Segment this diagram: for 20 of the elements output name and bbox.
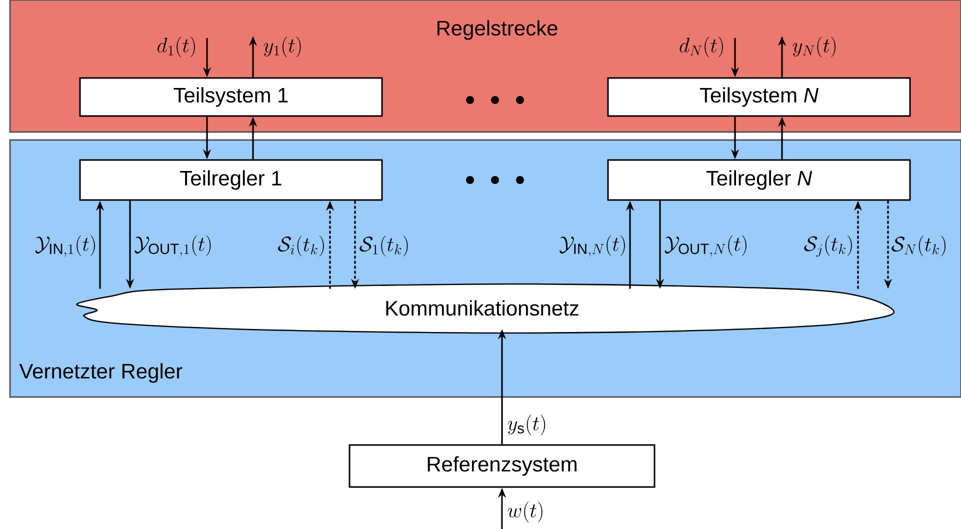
process-box: Referenzsystem <box>348 444 656 488</box>
network-cloud: Kommunikationsnetz <box>76 283 895 334</box>
edge-label: $\mathcal{S}_i(t_k)$ <box>278 236 324 256</box>
edge-label: $y_N(t)$ <box>792 36 836 58</box>
edge-label: $d_1(t)$ <box>158 36 195 58</box>
process-box: Teilsystem N <box>607 77 911 117</box>
edge-label: $\mathcal{S}_1(t_k)$ <box>360 236 408 256</box>
process-box: Teilsystem 1 <box>79 77 383 117</box>
edge-label: $\mathcal{Y}_{\mathrm{IN},1}(t)$ <box>35 235 95 257</box>
edge-label: $y_1(t)$ <box>264 36 301 58</box>
edge-label: $d_N(t)$ <box>680 36 723 58</box>
process-box: Teilregler N <box>607 159 911 201</box>
edge-label: $\mathcal{S}_N(t_k)$ <box>892 236 946 256</box>
edge-label: $\mathcal{Y}_{\mathrm{OUT},1}(t)$ <box>134 235 211 257</box>
edge-label: $\mathcal{Y}_{\mathrm{IN},N}(t)$ <box>560 235 625 257</box>
edge-label: $\mathcal{S}_j(t_k)$ <box>804 235 852 257</box>
process-box: Teilregler 1 <box>79 159 383 201</box>
edge-label: $\mathcal{Y}_{\mathrm{OUT},N}(t)$ <box>664 235 746 257</box>
edge-label: $w(t)$ <box>508 502 542 522</box>
edge-label: $y_\mathrm{s}(t)$ <box>508 414 546 436</box>
